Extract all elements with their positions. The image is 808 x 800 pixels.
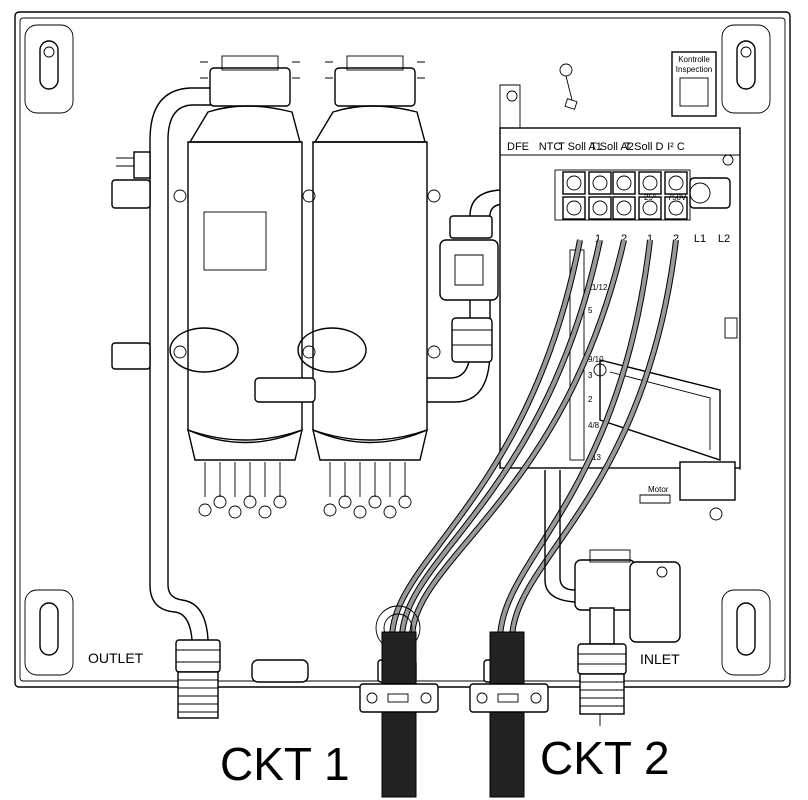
terminal-blocks [562,171,688,220]
mounting-slot-top-left [24,24,74,114]
terminal-label-ntc: NTC [539,141,562,153]
wiring-ckt2 [497,239,679,641]
inspection-sticker: Kontrolle Inspection [671,51,717,117]
terminal-block [562,171,586,195]
wiring-ckt1 [388,239,627,641]
motor-label: Motor [648,485,669,494]
mounting-slot-top-right [721,24,771,114]
terminal-screw [566,175,582,191]
mounting-slot-bottom-right [721,589,771,676]
side-num-11-12: 11/12 [588,283,608,292]
mounting-slot-bottom-left [24,589,74,676]
heating-chamber-2 [297,55,441,519]
terminal-block [588,196,612,220]
heating-chamber-1 [169,55,316,519]
side-num-3: 3 [588,371,593,380]
terminal-num-1a: 1 [595,233,601,245]
bottom-knockout [251,659,309,683]
side-num-4-8: 4/8 [588,421,600,430]
terminal-screw [642,175,658,191]
left-fittings [111,151,151,370]
terminal-screw [668,175,684,191]
outlet-pipe [149,87,221,719]
terminal-num-1b: 1 [647,233,653,245]
terminal-num-2b: 2 [673,233,679,245]
inlet-valve [544,470,681,726]
top-terminal-labels: DFE NTC T Soll A1 T Soll A2 T Soll D I² … [507,141,685,153]
side-num-2: 2 [588,395,593,404]
terminal-label-tsoll-a2: T Soll A2 [590,141,634,153]
board-value-voltage: 750V [668,193,687,202]
terminal-screw [616,175,632,191]
side-num-5: 5 [588,306,593,315]
terminal-label-tsoll-a1: T Soll A1 [558,141,602,153]
side-num-13: 13 [592,453,601,462]
ground-lug [559,63,578,110]
ckt2-label: CKT 2 [540,732,670,784]
cable-ckt1 [359,631,439,798]
terminal-block [562,196,586,220]
outlet-label: OUTLET [88,650,144,666]
terminal-num-l1: L1 [694,233,706,245]
terminal-block [588,171,612,195]
terminal-num-2a: 2 [621,233,627,245]
element-terminals-1 [198,462,287,519]
terminal-screw [668,200,684,216]
main-terminal-labels: 1 2 1 2 L1 L2 25° 750V [595,193,730,245]
terminal-block [612,196,636,220]
terminal-screw [642,200,658,216]
terminal-screw [616,200,632,216]
inlet-label: INLET [640,651,680,667]
terminal-screw [566,200,582,216]
board-value-temp: 25° [644,193,656,202]
terminal-label-i2c: I² C [667,141,685,153]
terminal-screw [592,200,608,216]
board-side-numbers: 11/12 5 9/10 3 2 4/8 13 Motor [588,283,669,494]
sticker-line-2: Inspection [676,65,712,74]
terminal-block [612,171,636,195]
terminal-label-tsoll-d: T Soll D [625,141,664,153]
terminal-block [638,196,662,220]
terminal-label-dfe: DFE [507,141,529,153]
side-num-9-10: 9/10 [588,355,604,364]
terminal-block [664,196,688,220]
cable-ckt2 [469,631,549,798]
terminal-screw [592,175,608,191]
element-terminals-2 [323,462,412,519]
sticker-line-1: Kontrolle [678,55,710,64]
ckt1-label: CKT 1 [220,738,350,790]
terminal-block [638,171,662,195]
terminal-num-l2: L2 [718,233,730,245]
terminal-block [664,171,688,195]
